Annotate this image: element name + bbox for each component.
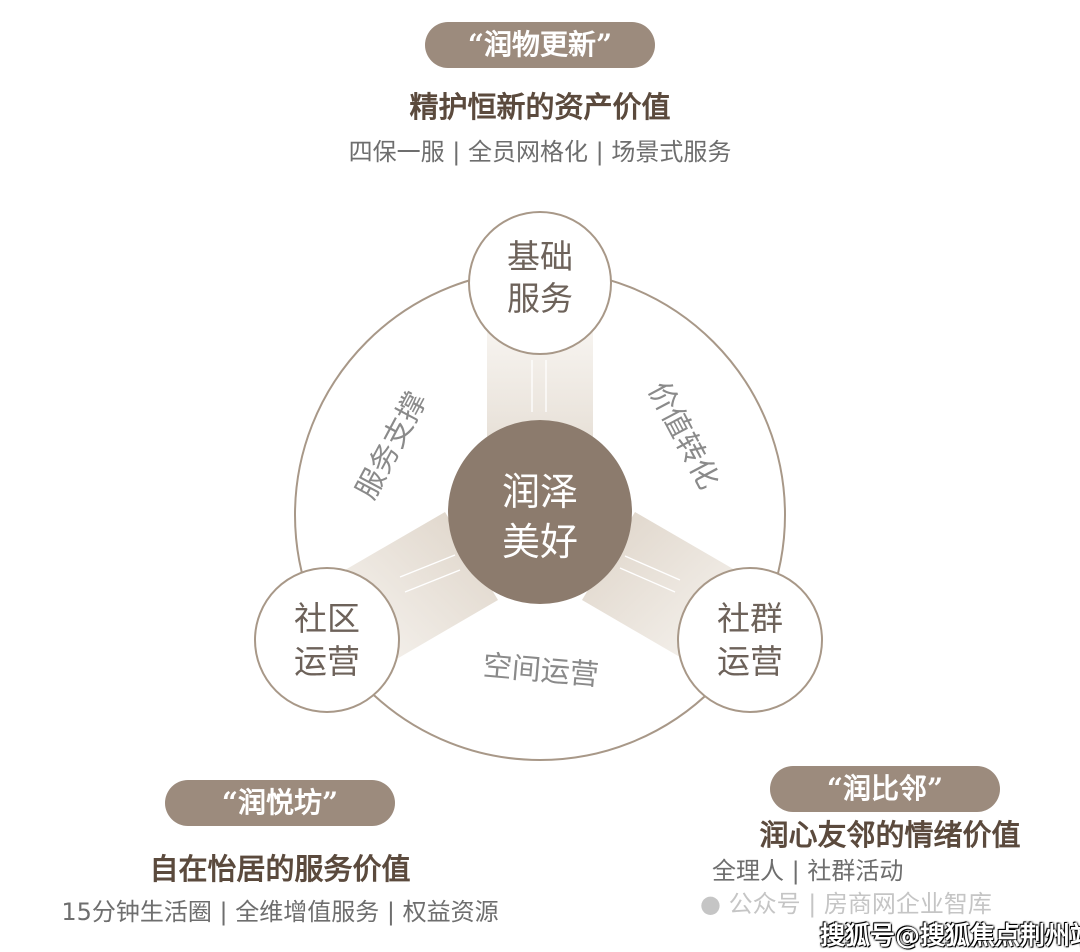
- node-top: [468, 211, 612, 355]
- flow-arrows: [399, 360, 681, 593]
- node-right: [677, 567, 823, 713]
- top-pill: “润物更新”: [425, 22, 655, 68]
- left-heading: 自在怡居的服务价值: [149, 852, 411, 886]
- right-pill: “润比邻”: [770, 766, 1000, 812]
- wechat-watermark: ● 公众号 | 房商网企业智库: [700, 890, 992, 918]
- core-line1: 润泽: [502, 470, 578, 514]
- left-pill: “润悦坊”: [165, 780, 395, 826]
- core-line2: 美好: [502, 520, 578, 564]
- top-subtitle: 四保一服 | 全员网格化 | 场景式服务: [348, 138, 732, 166]
- arc-label-bottom: 空间运营: [482, 648, 601, 692]
- right-heading: 润心友邻的情绪价值: [759, 818, 1021, 852]
- arc-label-right: 价值转化: [642, 376, 726, 494]
- node-left-line2: 运营: [294, 642, 360, 681]
- wechat-icon: ●: [700, 890, 721, 918]
- sohu-watermark: 搜狐号@搜狐焦点荆州站: [820, 921, 1080, 950]
- right-subtitle: 全理人 | 社群活动: [712, 857, 904, 885]
- watermark-text: 公众号 | 房商网企业智库: [728, 890, 992, 918]
- node-right-line1: 社群: [717, 599, 783, 638]
- node-top-line2: 服务: [507, 279, 573, 318]
- left-subtitle: 15分钟生活圈 | 全维增值服务 | 权益资源: [61, 898, 499, 926]
- node-top-line1: 基础: [507, 237, 573, 276]
- core-circle: [448, 420, 632, 604]
- node-right-line2: 运营: [717, 642, 783, 681]
- node-left-line1: 社区: [294, 599, 360, 638]
- top-heading: 精护恒新的资产价值: [409, 90, 671, 124]
- node-left: [254, 567, 400, 713]
- arc-label-left: 服务支撑: [349, 386, 433, 504]
